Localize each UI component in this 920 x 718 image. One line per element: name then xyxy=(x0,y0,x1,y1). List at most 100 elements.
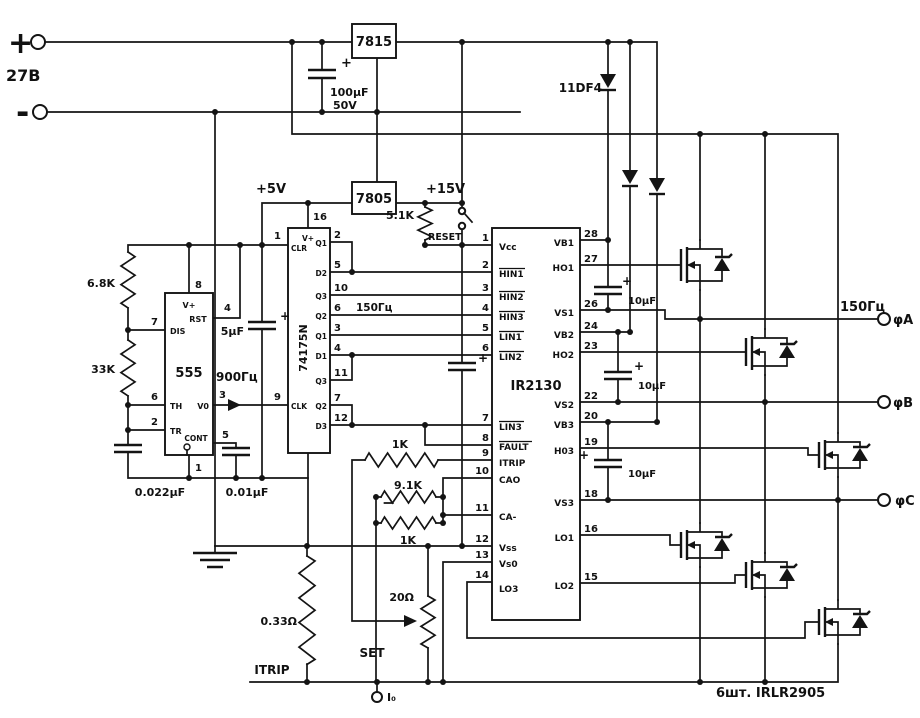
555-pin6: 6 xyxy=(151,392,158,403)
cap-10uf-2-label: 10µF xyxy=(638,381,666,392)
terminal-phase-b xyxy=(877,395,891,409)
vcc-cap-polarity: + xyxy=(478,351,488,365)
reset-switch-contact-bottom xyxy=(457,221,467,231)
power-labels: + 27В - 7815 7805 + 100µF 50V +5V +15V 5… xyxy=(6,26,602,243)
resistor-20-pot xyxy=(419,594,437,650)
ir-pin-5: 5 xyxy=(482,323,489,334)
ir-pin-14: 14 xyxy=(475,570,489,581)
74175-pin-l-0: Q1 xyxy=(315,239,327,248)
74175-pin-n-3: 6 xyxy=(334,303,341,314)
ir-label-lo1: LO1 xyxy=(555,534,574,544)
74175-pin-l-8: D3 xyxy=(316,422,327,431)
i0-label: I₀ xyxy=(387,691,396,704)
resistor-5.1k-label: 5.1K xyxy=(386,209,414,222)
minus-sign: - xyxy=(16,93,29,131)
ir-label-lin3: LIN3 xyxy=(499,423,522,433)
74175-pin-n-6: 11 xyxy=(334,368,348,379)
ir-label-lin2: LIN2 xyxy=(499,353,522,363)
ir-label-cao: CAO xyxy=(499,476,521,486)
74175-pin-l-7: Q2 xyxy=(315,402,327,411)
74175-pin-l-2: Q3 xyxy=(315,292,327,301)
oscillator-labels: 6.8K 33K 555 V+ RST DIS TH TR CONT V0 8 … xyxy=(87,277,290,499)
itrip-net-label: ITRIP xyxy=(254,663,289,677)
bootstrap-diode-wires xyxy=(600,41,665,423)
555-cont-label: CONT xyxy=(184,434,208,443)
output-labels: + 10µF + 10µF + 10µF + 150Гц φA φB φC 6ш… xyxy=(478,274,915,701)
diode-b2-triangle xyxy=(622,170,638,184)
cap-5uf-polarity: + xyxy=(280,309,290,323)
ir-pin-2: 2 xyxy=(482,260,489,271)
mosfet-a-low xyxy=(679,522,733,568)
mosfet-b-low xyxy=(744,552,798,598)
shunt-label: 0.33Ω xyxy=(261,615,298,628)
pot-20-label: 20Ω xyxy=(389,591,414,604)
driver-output-wires xyxy=(579,133,879,683)
ir-label-lo2: LO2 xyxy=(555,582,574,592)
resistor-9.1k xyxy=(379,489,438,505)
74175-pin-n-1: 5 xyxy=(334,260,341,271)
ir-label-fault: FAULT xyxy=(499,443,529,453)
cap-022uf-label: 0.022µF xyxy=(135,486,185,499)
resistor-1k-itrip-label: 1K xyxy=(392,438,409,451)
cap3-polarity: + xyxy=(579,448,589,462)
74175-clr-label: CLR xyxy=(291,244,307,253)
ic-7805-body xyxy=(351,181,397,215)
ir-pin-22: 22 xyxy=(584,391,598,402)
c100-value: 100µF xyxy=(330,86,369,99)
ir-label-vs0: Vs0 xyxy=(499,560,518,570)
ir-pin-13: 13 xyxy=(475,550,489,561)
ir-label-hin1: HIN1 xyxy=(499,270,524,280)
resistor-1k-fb xyxy=(379,515,438,531)
ir-pin-20: 20 xyxy=(584,411,598,422)
ir-pin-26: 26 xyxy=(584,299,598,310)
555-pin1: 1 xyxy=(195,463,202,474)
phase-a-label: φA xyxy=(893,313,913,328)
mosfet-c-low xyxy=(817,599,871,645)
resistor-5.1k xyxy=(416,205,434,242)
ir-label-lin1: LIN1 xyxy=(499,333,522,343)
ir-label-hin2: HIN2 xyxy=(499,293,524,303)
c100-voltage: 50V xyxy=(333,99,357,112)
ir-pin-18: 18 xyxy=(584,489,598,500)
rail-5v-label: +5V xyxy=(256,182,286,197)
555-pin3: 3 xyxy=(219,390,226,401)
ir-label-ho2: HO2 xyxy=(553,351,574,361)
74175-pin-n-8: 12 xyxy=(334,413,348,424)
ic-7815-label: 7815 xyxy=(356,35,392,50)
555-pin8: 8 xyxy=(195,280,202,291)
freq-900hz-label: 900Гц xyxy=(216,370,258,384)
resistor-6.8k xyxy=(119,250,137,310)
74175-pin9: 9 xyxy=(274,392,281,403)
ir-label-vb2: VB2 xyxy=(554,331,574,341)
cap2-polarity: + xyxy=(634,359,644,373)
set-wiper-arrow xyxy=(404,615,417,627)
ir-pin-9: 9 xyxy=(482,448,489,459)
rail-15v-label: +15V xyxy=(426,182,465,197)
555-vplus-label: V+ xyxy=(183,301,196,310)
74175-pin-l-4: Q1 xyxy=(315,332,327,341)
555-pin4: 4 xyxy=(224,303,231,314)
ir-label-hin3: HIN3 xyxy=(499,313,524,323)
transistor-note: 6шт. IRLR2905 xyxy=(716,686,825,701)
phase-c-label: φC xyxy=(895,494,915,509)
cap-5uf-label: 5µF xyxy=(221,325,244,338)
ir-pin-15: 15 xyxy=(584,572,598,583)
74175-pin-l-1: D2 xyxy=(316,269,327,278)
555-pin7: 7 xyxy=(151,317,158,328)
driver-labels: IR2130 1 2 3 4 5 6 7 8 9 10 11 12 13 14 … xyxy=(475,229,598,595)
ir-pin-1: 1 xyxy=(482,233,489,244)
555-out-label: V0 xyxy=(197,402,209,411)
cap-001uf-label: 0.01µF xyxy=(226,486,269,499)
resistor-33k xyxy=(119,338,137,398)
ir-label-ho1: HO1 xyxy=(553,264,574,274)
ir-label-vcc: Vcc xyxy=(499,243,517,253)
resistor-0.33 xyxy=(297,554,317,666)
ir-pin-6: 6 xyxy=(482,343,489,354)
sense-labels: 1K 9.1K 1K 0.33Ω SET 20Ω ITRIP I₀ xyxy=(254,438,422,704)
diode-b3-triangle xyxy=(649,178,665,192)
diode-11df4-label: 11DF4 xyxy=(559,81,602,95)
ic-555-label: 555 xyxy=(175,366,202,381)
ic-7805-label: 7805 xyxy=(356,192,392,207)
